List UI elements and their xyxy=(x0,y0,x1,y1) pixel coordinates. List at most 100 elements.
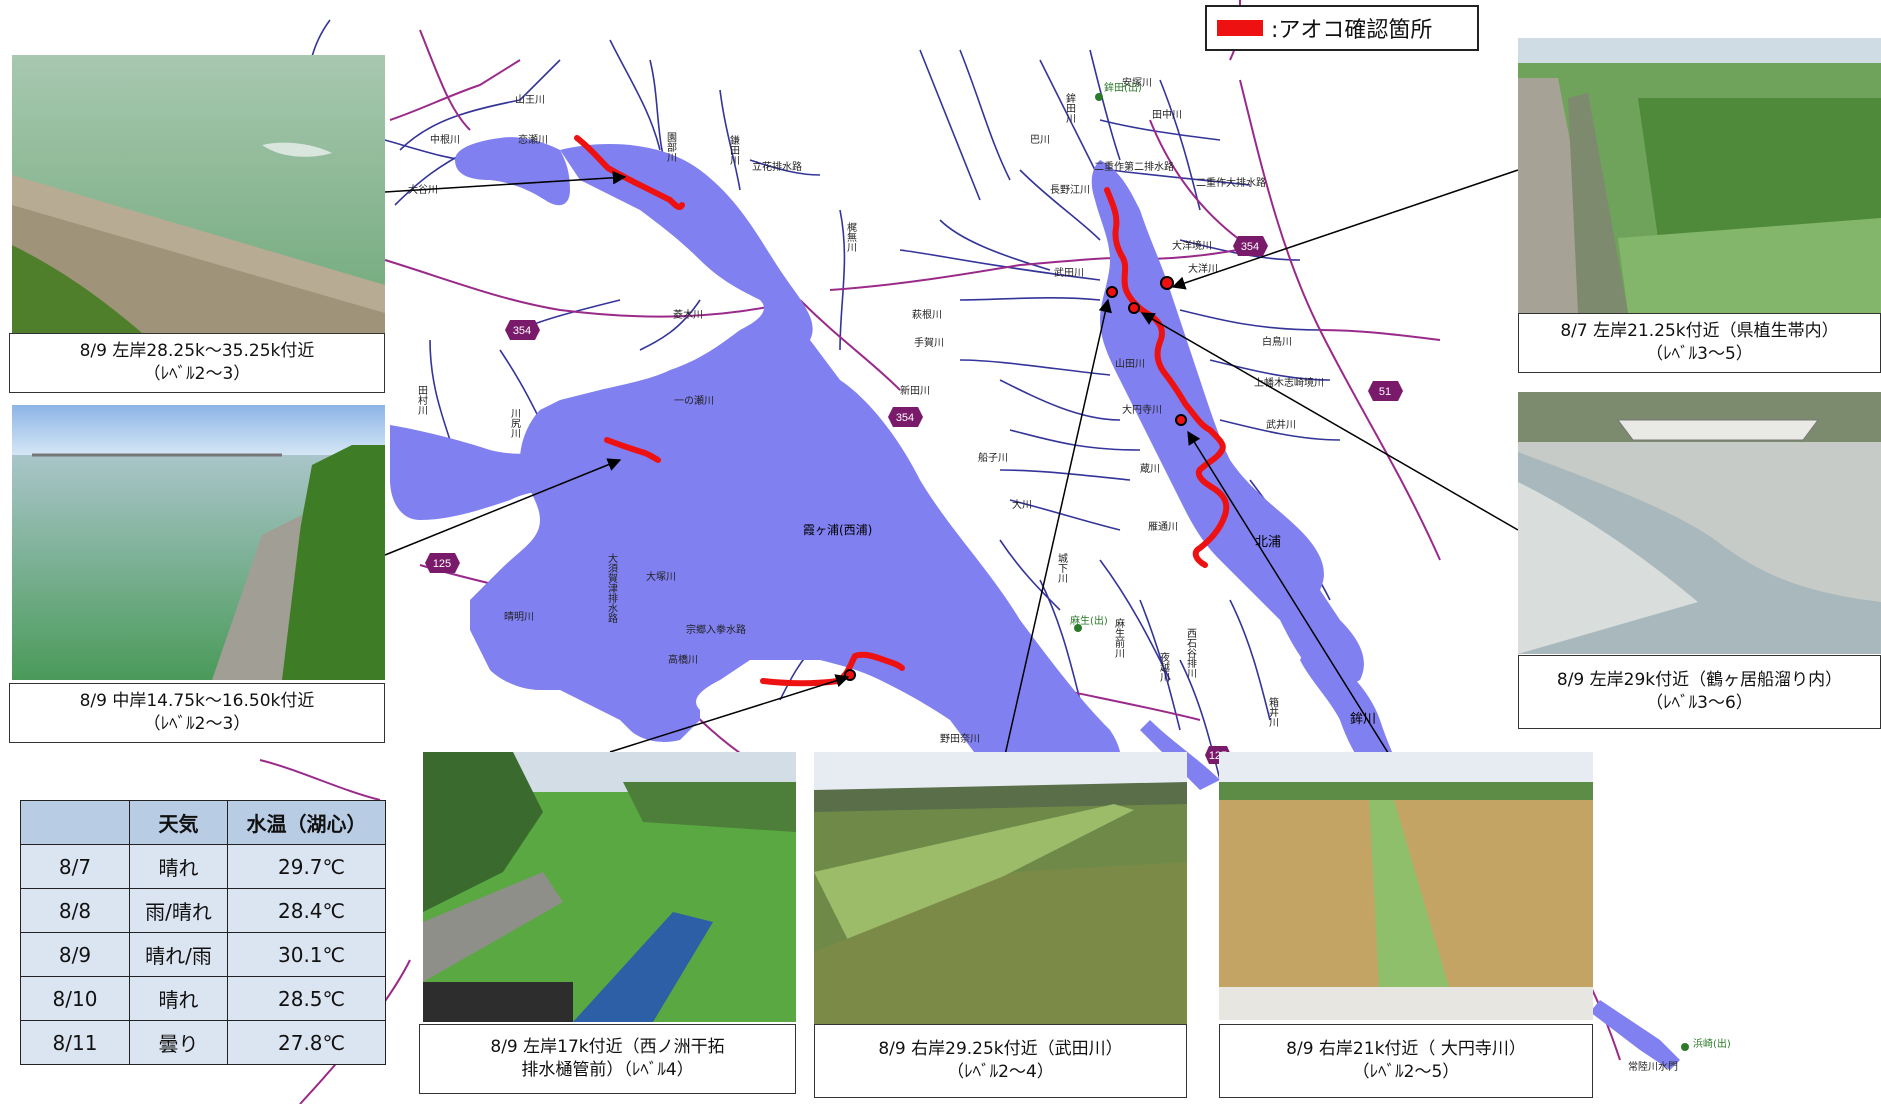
legend-swatch xyxy=(1217,20,1263,36)
caption-photo-1-line1: 8/9 左岸28.25k～35.25k付近 xyxy=(79,341,315,362)
label-kitaura: 北浦 xyxy=(1255,535,1281,550)
label-nodana: 野田奈川 xyxy=(940,732,980,745)
label-kyouyasu: 安塚川 xyxy=(1122,76,1152,89)
dot-nishinosu xyxy=(844,669,856,681)
caption-photo-7-line2: （ﾚﾍﾞﾙ2～5） xyxy=(1352,1062,1460,1082)
caption-photo-5-line2: 排水樋管前）（ﾚﾍﾞﾙ4） xyxy=(521,1060,694,1080)
route-51: 51 xyxy=(1379,386,1391,398)
label-seimei: 晴明川 xyxy=(504,610,534,623)
photo-left-bank-21k xyxy=(1518,38,1881,313)
label-asou: 麻生前川 xyxy=(1113,617,1125,658)
label-koise: 恋瀬川 xyxy=(518,133,548,146)
label-shiroshita: 城下川 xyxy=(1056,553,1068,583)
label-kamata2: 鉾田川 xyxy=(1064,92,1076,123)
photo-middle-bank-14k xyxy=(12,405,385,680)
caption-photo-2-line2: （ﾚﾍﾞﾙ2～3） xyxy=(143,714,251,734)
weather-condition: 曇り xyxy=(129,1020,228,1065)
label-taiyou: 大洋境川 xyxy=(1172,239,1212,252)
weather-row: 8/8 雨/晴れ 28.4℃ xyxy=(20,888,386,933)
algae-line-takahama xyxy=(604,437,661,463)
label-minoru: 箱井川 xyxy=(1267,696,1279,727)
weather-condition: 晴れ/雨 xyxy=(129,932,228,977)
label-kawajiri: 川尻川 xyxy=(509,408,521,438)
label-yogoe: 夜越川 xyxy=(1158,651,1170,682)
caption-photo-4-line2: （ﾚﾍﾞﾙ3～6） xyxy=(1646,693,1753,713)
dot-taiyou xyxy=(1160,276,1174,290)
label-nijuusaku2: 二重作大排水路 xyxy=(1196,176,1266,189)
dot-takeda xyxy=(1106,286,1118,298)
water-temperature: 28.4℃ xyxy=(227,888,386,933)
label-tanaka: 田中川 xyxy=(1152,108,1182,121)
weather-date: 8/9 xyxy=(20,932,130,977)
label-ootsuka: 大塚川 xyxy=(646,570,676,583)
legend-label: :アオコ確認箇所 xyxy=(1271,18,1433,43)
hitachi-canal xyxy=(1590,1000,1680,1070)
water-temperature: 29.7℃ xyxy=(227,844,386,889)
weather-row: 8/7 晴れ 29.7℃ xyxy=(20,844,386,889)
lake-water xyxy=(390,137,1680,1070)
takahamairi-arm xyxy=(390,400,720,520)
callout-arrows xyxy=(384,169,1519,773)
caption-photo-6: 8/9 右岸29.25k付近（武田川） （ﾚﾍﾞﾙ2～4） xyxy=(814,1024,1187,1098)
weather-date: 8/7 xyxy=(20,844,130,889)
weather-row: 8/11 曇り 27.8℃ xyxy=(20,1020,386,1065)
weather-condition: 雨/晴れ xyxy=(129,888,228,933)
photo-left-bank-29k xyxy=(1518,392,1881,654)
label-tomoe: 巴川 xyxy=(1030,134,1050,146)
caption-photo-1: 8/9 左岸28.25k～35.25k付近 （ﾚﾍﾞﾙ2～3） xyxy=(9,333,385,393)
caption-photo-3-line2: （ﾚﾍﾞﾙ3～5） xyxy=(1646,344,1753,364)
label-tachibana: 立花排水路 xyxy=(752,160,802,173)
label-oo: 大川 xyxy=(1012,498,1032,511)
label-tamura: 田村川 xyxy=(416,385,428,415)
caption-photo-1-line2: （ﾚﾍﾞﾙ2～3） xyxy=(143,364,251,384)
label-hama-sta: 浜崎(出) xyxy=(1693,1037,1731,1050)
caption-photo-7: 8/9 右岸21k付近（ 大円寺川） （ﾚﾍﾞﾙ2～5） xyxy=(1219,1024,1593,1098)
label-ichinose: 一の瀬川 xyxy=(674,395,714,407)
label-hagine: 萩根川 xyxy=(912,308,942,321)
photo-left-bank-28k xyxy=(12,55,385,333)
label-hokota: 鉾川 xyxy=(1350,712,1376,727)
route-354-b: 354 xyxy=(896,412,914,424)
weather-row: 8/10 晴れ 28.5℃ xyxy=(20,976,386,1021)
label-nishiura: 霞ヶ浦(西浦) xyxy=(803,523,872,537)
label-takeda: 武田川 xyxy=(1054,266,1084,279)
route-125-a: 125 xyxy=(433,558,451,570)
algae-line-koise xyxy=(574,135,685,211)
water-temperature: 30.1℃ xyxy=(227,932,386,977)
label-gantsu: 雁通川 xyxy=(1148,521,1178,533)
weather-table: 天気 水温（湖心） 8/7 晴れ 29.7℃ 8/8 雨/晴れ 28.4℃ 8/… xyxy=(20,800,386,1065)
weather-header-date xyxy=(20,800,130,845)
caption-photo-4: 8/9 左岸29k付近（鶴ヶ居船溜り内） （ﾚﾍﾞﾙ3～6） xyxy=(1518,655,1881,729)
label-nakane: 中根川 xyxy=(430,133,460,146)
weather-header-weather: 天気 xyxy=(129,800,228,845)
kitaura-lake xyxy=(1091,160,1364,690)
weather-header-row: 天気 水温（湖心） xyxy=(20,800,386,845)
label-taiyou2: 大洋川 xyxy=(1188,262,1218,275)
label-funako: 船子川 xyxy=(978,451,1008,464)
weather-date: 8/8 xyxy=(20,888,130,933)
nishiura-lake xyxy=(470,144,1121,773)
caption-photo-7-line1: 8/9 右岸21k付近（ 大円寺川） xyxy=(1286,1039,1526,1060)
map-legend: :アオコ確認箇所 xyxy=(1205,5,1479,51)
label-kamisu: 上幡木志崎境川 xyxy=(1254,376,1324,389)
station-markers xyxy=(1074,93,1689,1051)
water-temperature: 28.5℃ xyxy=(227,976,386,1021)
label-takahashi: 高橋川 xyxy=(668,653,698,666)
algae-line-nishinosu xyxy=(760,651,905,687)
weather-condition: 晴れ xyxy=(129,976,228,1021)
label-kajinashi: 梶無川 xyxy=(845,221,857,252)
label-ohara: 大須賀津排水路 xyxy=(606,552,618,624)
label-hitachi-gate: 常陸川水門 xyxy=(1628,1060,1678,1073)
algae-locations xyxy=(574,135,1230,687)
caption-photo-2: 8/9 中岸14.75k～16.50k付近 （ﾚﾍﾞﾙ2～3） xyxy=(9,683,385,743)
weather-condition: 晴れ xyxy=(129,844,228,889)
water-temperature: 27.8℃ xyxy=(227,1020,386,1065)
photo-left-bank-17k xyxy=(423,752,796,1022)
caption-photo-3: 8/7 左岸21.25k付近（県植生帯内） （ﾚﾍﾞﾙ3～5） xyxy=(1518,313,1881,373)
weather-row: 8/9 晴れ/雨 30.1℃ xyxy=(20,932,386,977)
caption-photo-6-line2: （ﾚﾍﾞﾙ2～4） xyxy=(947,1062,1054,1082)
label-sonobe: 園部川 xyxy=(665,132,677,162)
caption-photo-3-line1: 8/7 左岸21.25k付近（県植生帯内） xyxy=(1560,321,1839,342)
photo-right-bank-21k xyxy=(1219,752,1593,1020)
